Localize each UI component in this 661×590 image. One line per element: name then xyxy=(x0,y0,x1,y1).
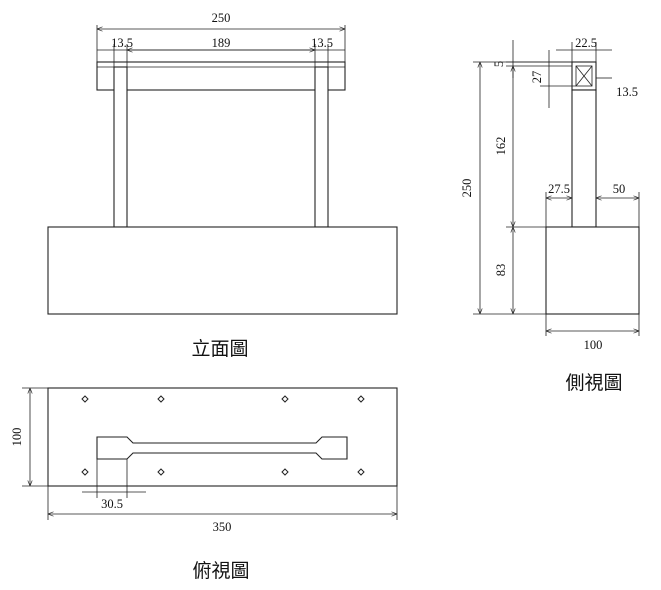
dim-left-offset: 27.5 xyxy=(548,182,570,196)
dim-gap: 189 xyxy=(212,36,231,50)
hole-marker xyxy=(157,468,165,476)
top-beam xyxy=(96,61,346,91)
dim-total-width: 250 xyxy=(212,11,231,25)
elevation-view: 250 13.5 189 13.5 立面圖 xyxy=(47,11,398,360)
crossbar-section xyxy=(575,65,593,87)
base-block xyxy=(47,226,398,315)
dim-base-width: 100 xyxy=(584,338,603,352)
hole-marker xyxy=(157,395,165,403)
side-post xyxy=(571,89,597,228)
dim-top-thickness: 5 xyxy=(492,61,506,67)
dim-depth: 100 xyxy=(10,428,24,447)
hole-marker xyxy=(281,395,289,403)
section-cross xyxy=(575,65,593,87)
dim-crossbar-depth: 27 xyxy=(530,71,544,84)
bolt-holes xyxy=(81,395,365,476)
hole-marker xyxy=(81,468,89,476)
hole-marker xyxy=(357,395,365,403)
dim-right-offset: 50 xyxy=(613,182,626,196)
hole-marker xyxy=(357,468,365,476)
plan-view: 100 30.5 350 俯視圖 xyxy=(10,387,398,582)
dim-length: 350 xyxy=(213,520,232,534)
side-view: 22.5 5 27 13.5 162 250 27.5 50 83 xyxy=(460,36,640,394)
dim-base-height: 83 xyxy=(494,264,508,277)
dim-post-height: 162 xyxy=(494,137,508,156)
dim-left-post: 13.5 xyxy=(111,36,133,50)
dim-top-width: 22.5 xyxy=(575,36,597,50)
plan-title: 俯視圖 xyxy=(192,560,249,582)
dim-right-post: 13.5 xyxy=(311,36,333,50)
hole-marker xyxy=(81,395,89,403)
dim-post-width: 13.5 xyxy=(616,85,638,99)
left-post xyxy=(113,66,128,228)
dim-slot-offset: 30.5 xyxy=(101,497,123,511)
right-post xyxy=(314,66,329,228)
side-base xyxy=(545,226,640,315)
side-title: 側視圖 xyxy=(565,372,622,394)
hole-marker xyxy=(281,468,289,476)
dim-total-height: 250 xyxy=(460,179,474,198)
elevation-title: 立面圖 xyxy=(191,338,248,360)
